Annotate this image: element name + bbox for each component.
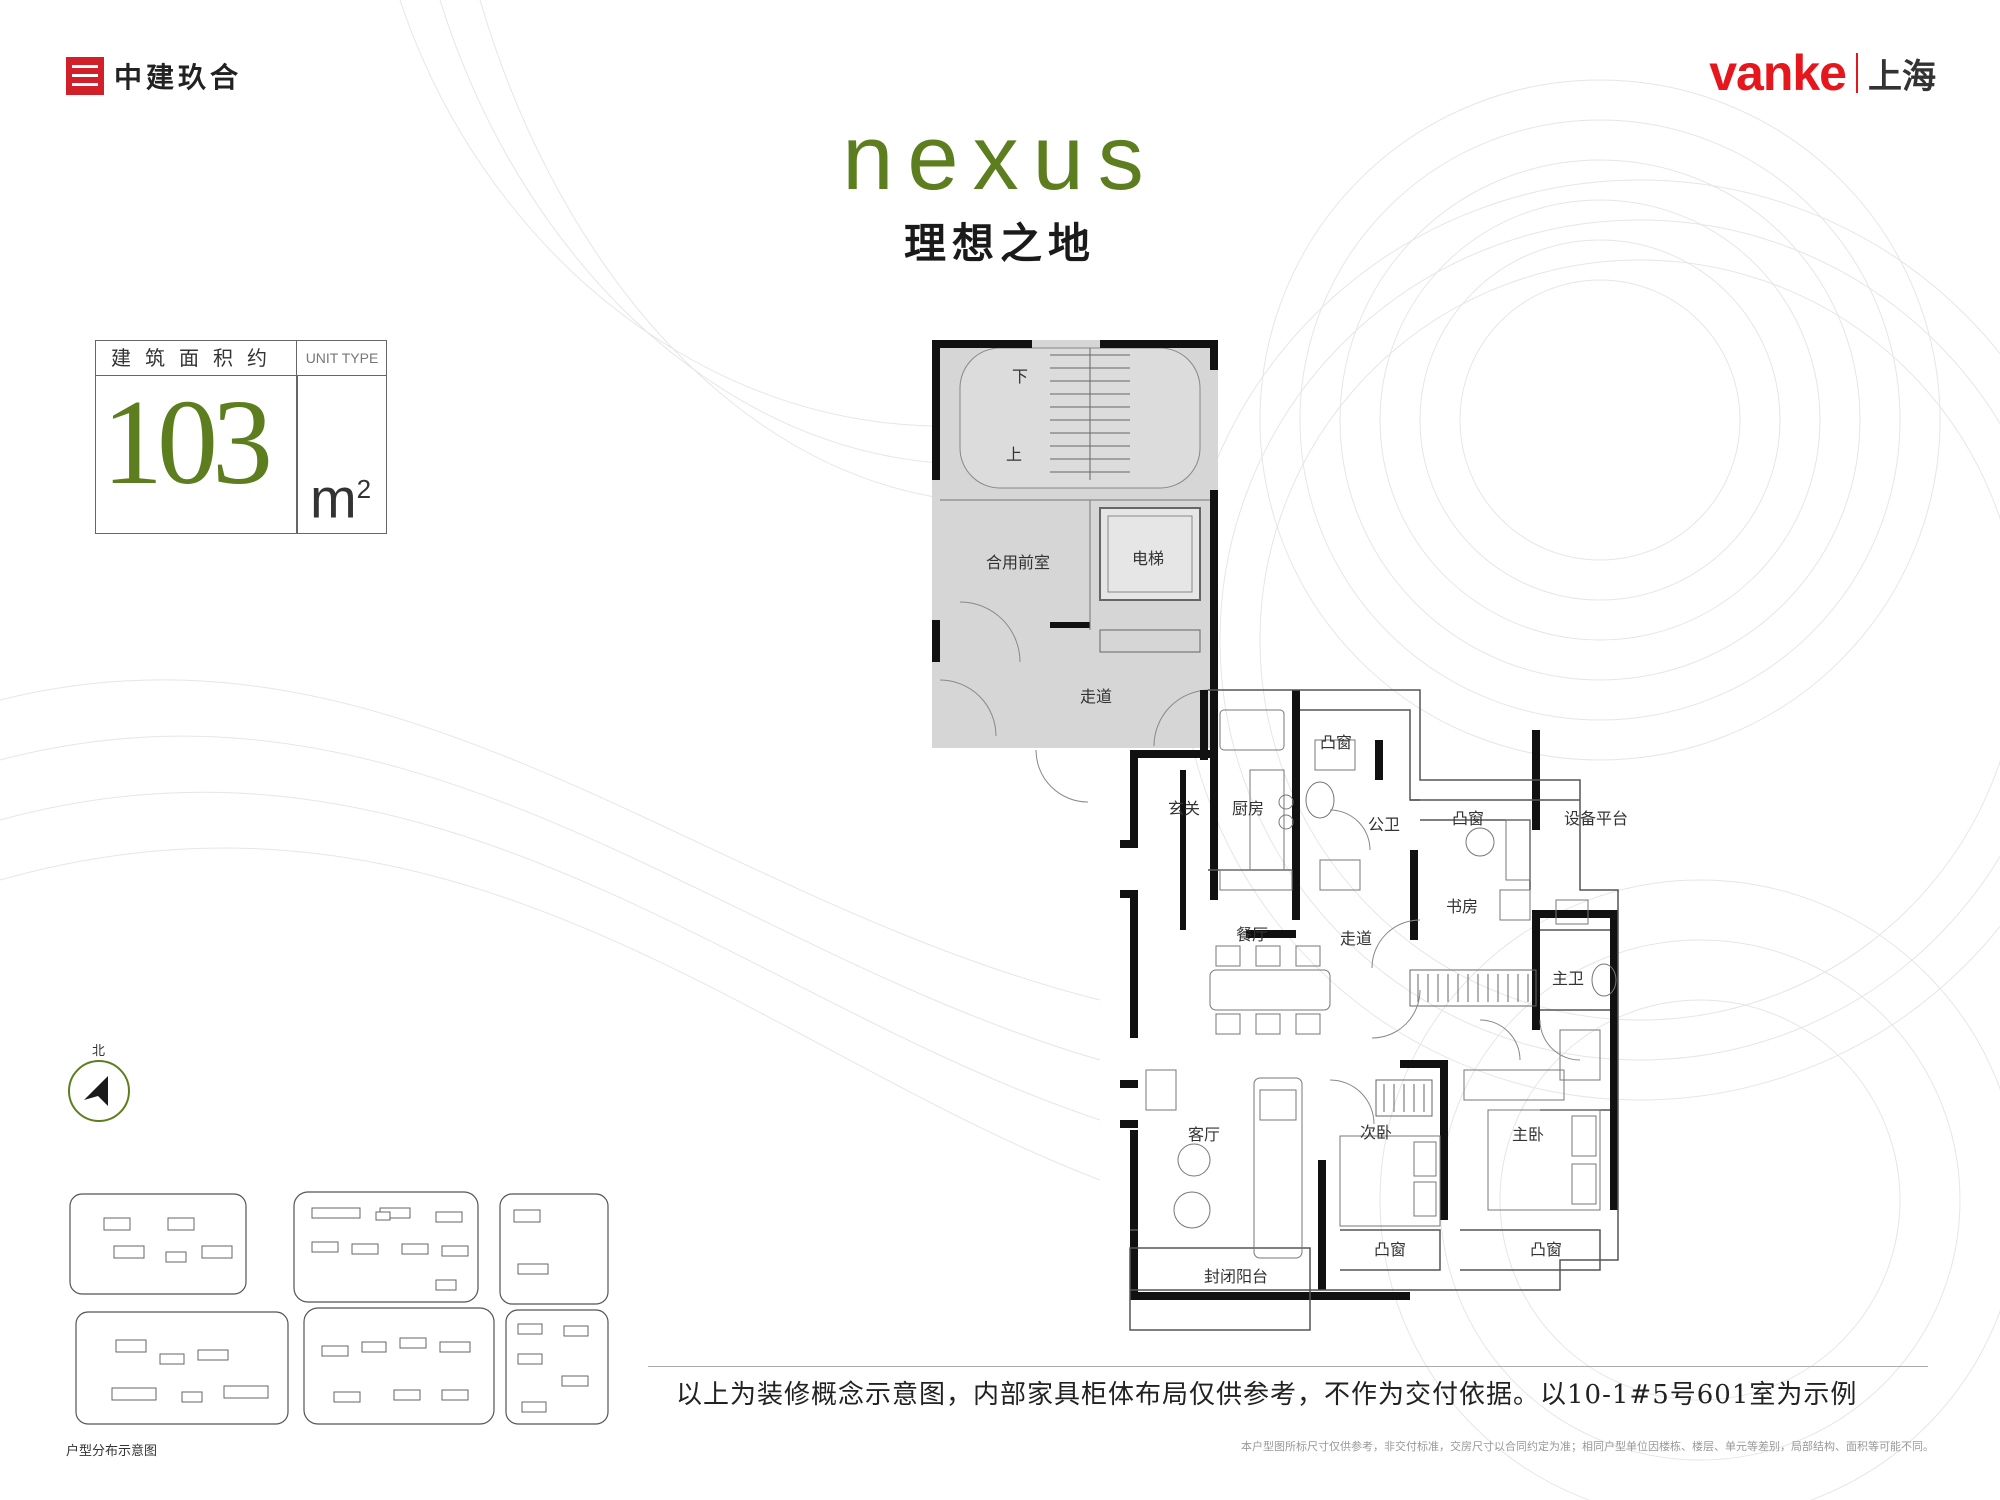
- floor-plan: 下 上 合用前室 电梯 走道 玄关 厨房 凸窗 公卫 凸窗 设备平台 书房 餐厅…: [932, 340, 1628, 1331]
- master-bay-window-label: 凸窗: [1530, 1240, 1562, 1259]
- kitchen-fixtures: [1219, 709, 1294, 891]
- kitchen-bay-window-label: 凸窗: [1320, 733, 1352, 752]
- public-bath-label: 公卫: [1368, 815, 1400, 834]
- developer-logo: 中建玖合: [66, 56, 242, 96]
- area-label: 建筑面积约: [96, 341, 297, 376]
- entrance-label: 玄关: [1168, 799, 1200, 818]
- note-divider: [648, 1366, 1928, 1367]
- elevator-car: [1099, 507, 1201, 601]
- developer-logo-mark: [66, 57, 104, 95]
- wardrobe-rails: [1375, 969, 1537, 1117]
- stair-well: [959, 347, 1201, 489]
- master-bedroom-label: 主卧: [1512, 1125, 1544, 1144]
- second-bedroom-bed: [1339, 1135, 1441, 1227]
- study-bay-window-label: 凸窗: [1452, 809, 1484, 828]
- stair-treads: [1050, 348, 1130, 480]
- site-distribution-plan: [69, 1191, 609, 1425]
- partner-logo-divider: [1856, 53, 1858, 93]
- stair-up-label: 上: [1006, 445, 1022, 464]
- core-walls: [932, 340, 1218, 900]
- unit-type-label: UNIT TYPE: [298, 341, 386, 376]
- second-bedroom-label: 次卧: [1360, 1123, 1392, 1142]
- master-bath-label: 主卫: [1552, 969, 1584, 988]
- unit-walls: [1120, 690, 1618, 1300]
- area-panel: 建筑面积约 UNIT TYPE 103 m2: [95, 340, 387, 534]
- project-logo: nexus: [842, 107, 1158, 209]
- project-name: 理想之地: [903, 219, 1096, 268]
- developer-logo-text: 中建玖合: [114, 61, 243, 94]
- partner-logo-word: vanke: [1709, 45, 1847, 101]
- master-bedroom-bed: [1463, 1069, 1601, 1211]
- equipment-platform-label: 设备平台: [1564, 809, 1628, 828]
- area-unit-base: m: [310, 466, 357, 530]
- unit-corridor-label: 走道: [1340, 929, 1372, 948]
- study-furniture: [1465, 819, 1531, 921]
- elevator-inner: [1107, 515, 1193, 593]
- kitchen-label: 厨房: [1232, 799, 1264, 818]
- elevator-door-frame: [1099, 629, 1201, 653]
- dining-set: [1209, 945, 1331, 1035]
- unit-outlines: [1129, 689, 1619, 1331]
- dimension-footnote: 本户型图所标尺寸仅供参考，非交付标准，交房尺寸以合同约定为准；相同户型单位因楼栋…: [1241, 1440, 1934, 1453]
- partner-logo-city: 上海: [1868, 56, 1936, 97]
- living-label: 客厅: [1188, 1125, 1220, 1144]
- site-plan-caption: 户型分布示意图: [66, 1444, 158, 1459]
- area-unit: m2: [310, 459, 371, 529]
- core-corridor-label: 走道: [1080, 687, 1112, 706]
- stair-down-label: 下: [1012, 367, 1028, 386]
- area-unit-sup: 2: [356, 474, 372, 504]
- study-label: 书房: [1446, 897, 1478, 916]
- project-brand: nexus 理想之地: [770, 112, 1230, 271]
- partner-logo: vanke 上海: [1709, 44, 1936, 102]
- second-bay-window-label: 凸窗: [1374, 1240, 1406, 1259]
- compass-ring: [68, 1060, 130, 1122]
- area-divider: [296, 375, 298, 533]
- living-furniture: [1145, 1069, 1303, 1259]
- decoration-disclaimer: 以上为装修概念示意图，内部家具柜体布局仅供参考，不作为交付依据。以10-1#5号…: [676, 1380, 1858, 1410]
- enclosed-balcony-label: 封闭阳台: [1204, 1267, 1268, 1286]
- core-door-swings: [939, 601, 1211, 803]
- area-value: 103: [102, 375, 273, 510]
- north-arrow-icon: [84, 1076, 108, 1106]
- common-lobby-label: 合用前室: [986, 553, 1050, 572]
- dining-label: 餐厅: [1236, 925, 1268, 944]
- unit-door-swings: [1329, 809, 1581, 1125]
- north-label: 北: [92, 1044, 106, 1059]
- elevator-label: 电梯: [1132, 549, 1164, 568]
- north-compass: 北: [64, 1040, 134, 1122]
